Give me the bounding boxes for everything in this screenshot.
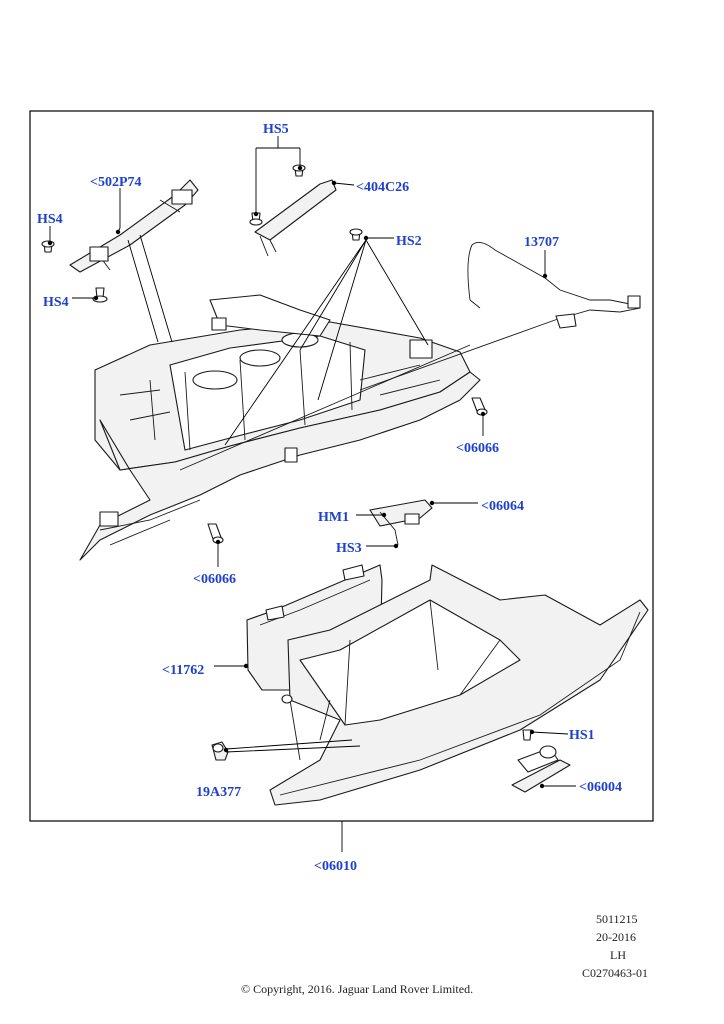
- glovebox-housing-drawing: [79, 294, 481, 561]
- label-404c26: <404C26: [356, 180, 409, 195]
- label-hs3: HS3: [336, 541, 362, 556]
- label-06004: <06004: [579, 780, 622, 795]
- copyright-text: © Copyright, 2016. Jaguar Land Rover Lim…: [241, 982, 473, 996]
- label-502p74: <502P74: [90, 175, 142, 190]
- label-hs5: HS5: [263, 122, 289, 137]
- label-hm1: HM1: [318, 510, 349, 525]
- label-hs4-top: HS4: [37, 212, 63, 227]
- glovebox-bin-06010-drawing: [269, 564, 649, 806]
- diagram-frame: [29, 110, 654, 822]
- label-hs4-bottom: HS4: [43, 295, 69, 310]
- latch-bracket-06064-drawing: [369, 499, 433, 546]
- meta-illustration-id: C0270463-01: [582, 966, 648, 980]
- label-13707: 13707: [524, 235, 559, 250]
- bracket-502p74-drawing: [69, 179, 199, 273]
- label-06066-right: <06066: [456, 441, 499, 456]
- label-06010: <06010: [314, 859, 357, 874]
- label-hs1: HS1: [569, 728, 595, 743]
- label-06064: <06064: [481, 499, 524, 514]
- label-19a377: 19A377: [196, 785, 241, 800]
- meta-code2: 20-2016: [596, 930, 636, 944]
- meta-code1: 5011215: [596, 912, 638, 926]
- meta-side: LH: [610, 948, 626, 962]
- damper-19a377-drawing: [211, 741, 229, 761]
- harness-13707-drawing: [179, 241, 641, 471]
- label-06066-left: <06066: [193, 572, 236, 587]
- latch-06004-drawing: [511, 729, 571, 793]
- bracket-404c26-drawing: [254, 179, 337, 257]
- leader-lines: [47, 136, 576, 852]
- label-11762: <11762: [162, 663, 204, 678]
- label-hs2: HS2: [396, 234, 422, 249]
